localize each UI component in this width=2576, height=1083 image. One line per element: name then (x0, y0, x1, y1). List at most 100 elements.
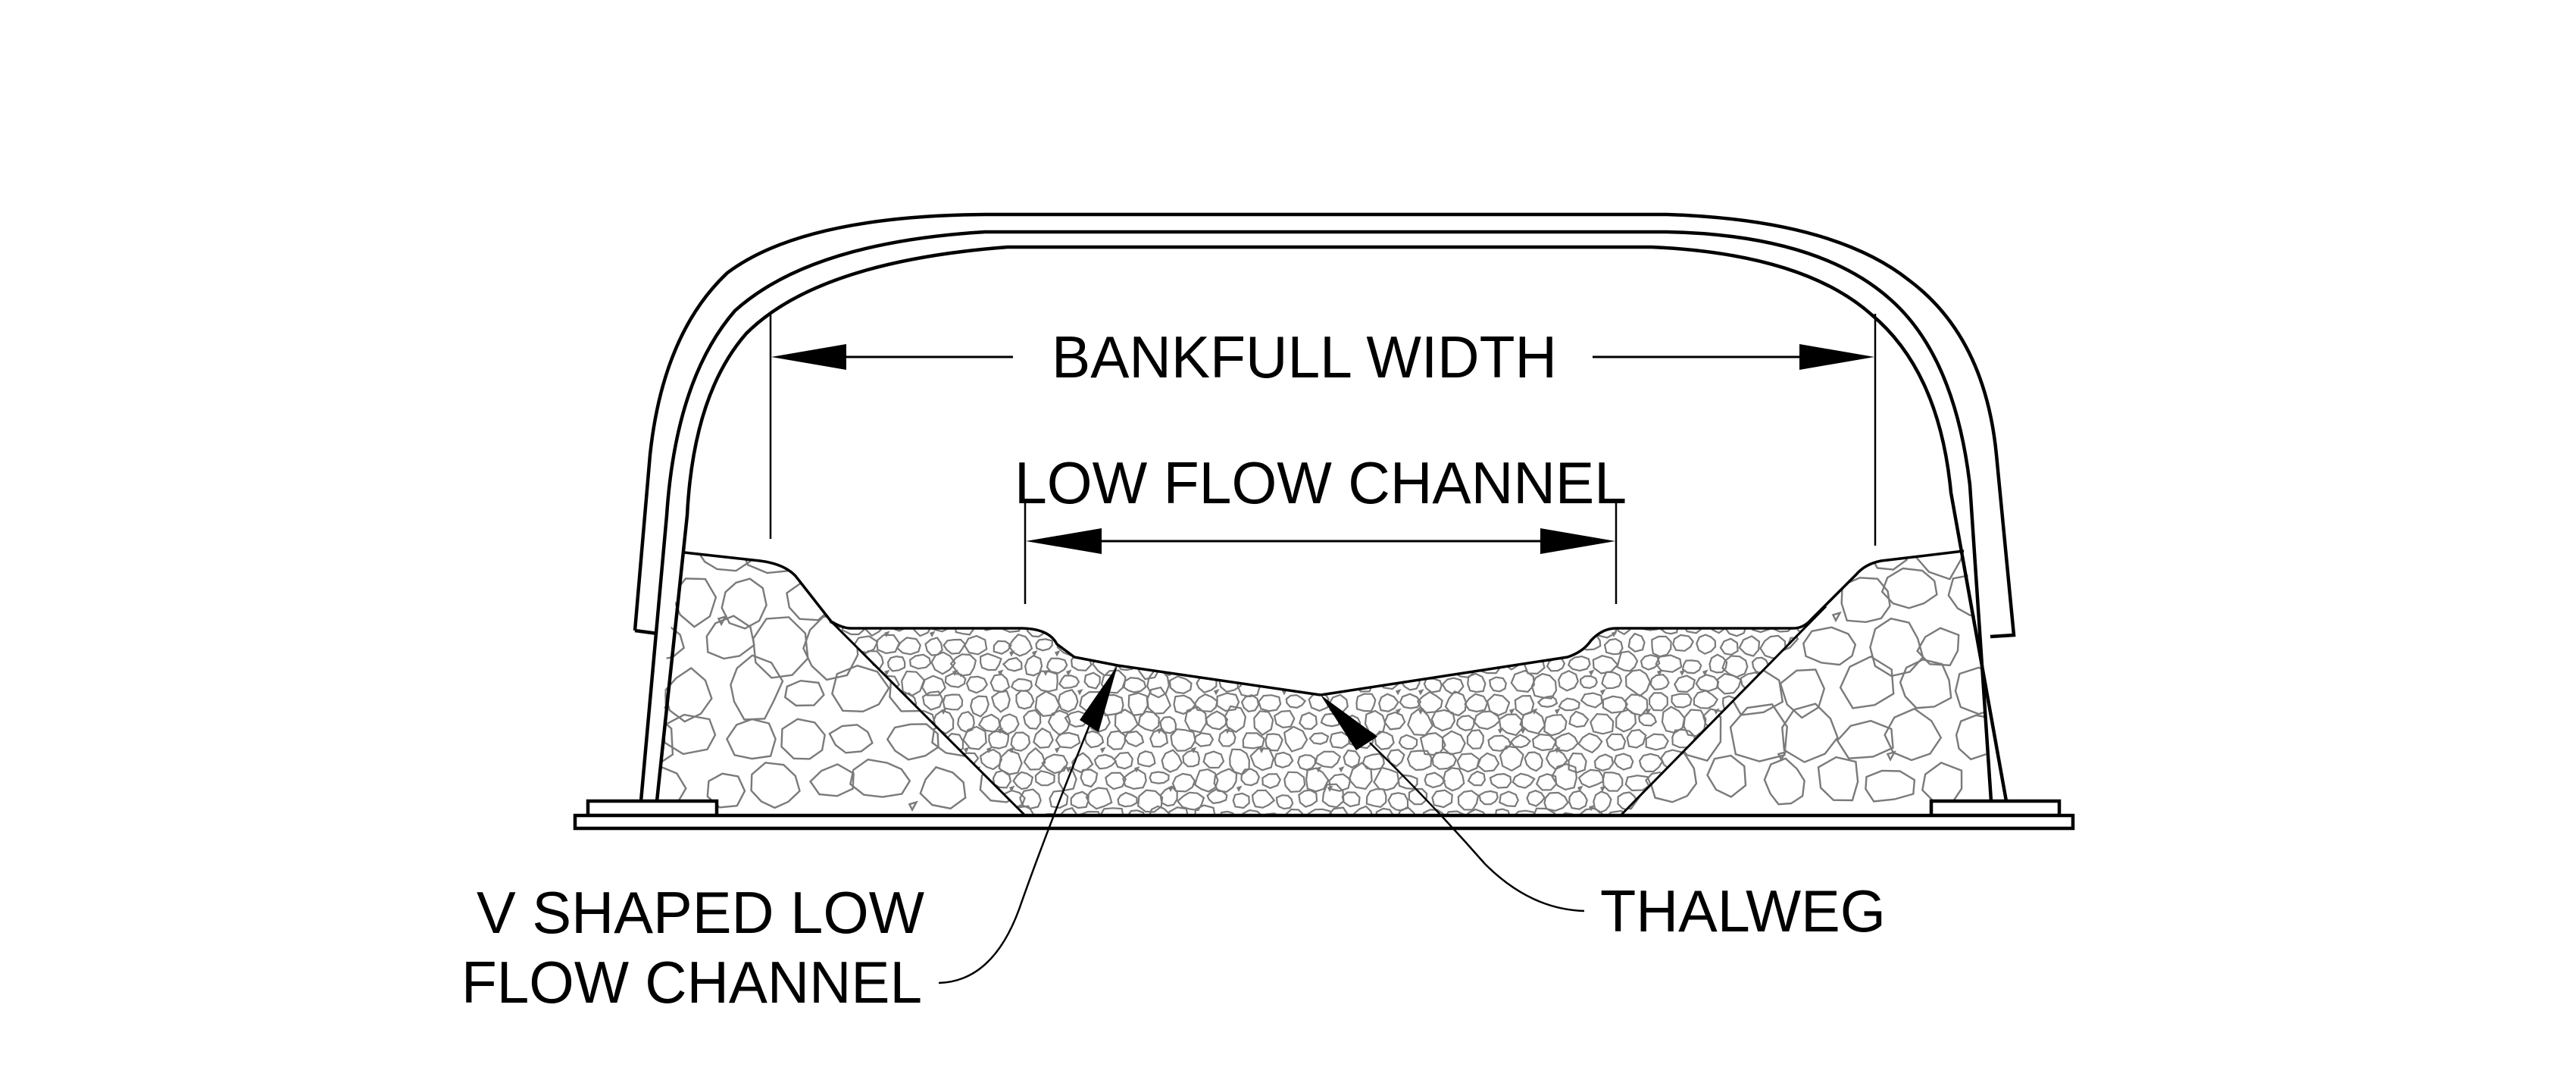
rock-shape (1022, 709, 1042, 730)
rock-shape (1137, 789, 1164, 813)
rock-shape (1374, 730, 1395, 750)
rock-chip (883, 669, 890, 676)
rock-chip (1886, 750, 1896, 762)
rock-shape (1011, 805, 1038, 815)
rock-chip (861, 669, 868, 676)
rock-shape (1169, 634, 1192, 655)
rock-shape (1204, 620, 1228, 633)
rock-shape (962, 725, 987, 750)
rock-shape (1592, 655, 1619, 675)
rock-shape (1657, 784, 1682, 807)
low-flow-channel-label: LOW FLOW CHANNEL (1014, 449, 1627, 516)
rock-shape (1656, 617, 1699, 655)
rock-shape (1422, 809, 1447, 815)
rock-shape (1114, 709, 1139, 734)
rock-chip (1668, 611, 1678, 623)
rock-shape (1161, 749, 1183, 773)
rock-shape (1033, 727, 1054, 749)
rock-shape (1070, 651, 1093, 671)
rock-shape (1455, 715, 1475, 731)
rock-shape (1654, 551, 1702, 569)
rock-chip (908, 800, 918, 812)
rock-shape (1034, 670, 1058, 693)
rock-shape (828, 724, 874, 754)
rock-shape (726, 718, 777, 760)
arch-inner-line (655, 245, 2009, 802)
rock-shape (979, 653, 1002, 671)
rock-shape (990, 690, 1011, 713)
rock-shape (1681, 620, 1705, 634)
rock-shape (1467, 672, 1487, 693)
rock-shape (1229, 620, 1250, 639)
rock-shape (861, 620, 885, 637)
rock-shape (1593, 753, 1615, 772)
rock-shape (831, 652, 836, 671)
rock-shape (1183, 656, 1202, 671)
rock-shape (831, 665, 890, 713)
rock-shape (954, 620, 975, 636)
rock-shape (1023, 747, 1046, 771)
rock-shape (1365, 656, 1383, 674)
rock-chip (1395, 708, 1402, 715)
rock-shape (1315, 750, 1342, 768)
rock-shape (1285, 694, 1307, 709)
rock-shape (1213, 768, 1238, 793)
rock-shape (864, 552, 919, 573)
rock-shape (1146, 686, 1172, 715)
rock-chip (1077, 689, 1083, 696)
rock-shape (1708, 551, 1752, 574)
rock-shape (1321, 783, 1345, 809)
v-shaped-leader (938, 725, 1091, 984)
rock-shape (1216, 692, 1240, 712)
rock-shape (1624, 668, 1651, 697)
rock-shape (1416, 690, 1443, 714)
arrowhead-left-icon (771, 344, 846, 370)
rock-shape (1627, 632, 1646, 653)
rock-shape (1010, 678, 1033, 692)
rock-shape (1377, 630, 1400, 653)
rock-shape (970, 695, 989, 718)
rock-shape (979, 748, 1003, 771)
rock-chip (1497, 728, 1504, 734)
rock-shape (1001, 592, 1024, 621)
rock-chip (1599, 785, 1606, 792)
rock-shape (1378, 693, 1399, 712)
rock-shape (1947, 574, 1989, 620)
rock-chip (1645, 708, 1652, 715)
rock-shape (659, 670, 667, 719)
rock-shape (861, 745, 885, 770)
rock-shape (1251, 789, 1276, 809)
rock-shape (1148, 805, 1171, 815)
rock-chip (1486, 650, 1493, 657)
rock-shape (1747, 620, 1771, 634)
rock-shape (1668, 570, 1721, 624)
rock-chip (1818, 632, 1821, 635)
rock-shape (1616, 650, 1639, 672)
rock-chip (1679, 669, 1686, 676)
rock-shape (993, 640, 1012, 655)
rock-shape (955, 781, 980, 812)
rock-shape (944, 672, 967, 688)
rock-shape (989, 673, 1011, 693)
rock-shape (1159, 715, 1177, 734)
leader-arrowhead-icon (1080, 665, 1118, 732)
rock-shape (1793, 708, 1811, 731)
rock-shape (1276, 657, 1295, 676)
rock-chip (929, 631, 936, 637)
rock-shape (1106, 730, 1126, 750)
rock-shape (1499, 790, 1520, 808)
rock-shape (1666, 770, 1691, 793)
rock-chip (1758, 689, 1765, 696)
rock-shape (1693, 690, 1719, 709)
rock-shape (1159, 785, 1178, 807)
rock-chip (1429, 669, 1436, 676)
rock-shape (1443, 637, 1465, 656)
rock-shape (1568, 710, 1590, 728)
rock-shape (1408, 653, 1430, 677)
rock-shape (1535, 773, 1558, 791)
rock-shape (1299, 712, 1318, 731)
arrowhead-right-icon (1799, 344, 1874, 370)
rock-shape (1954, 666, 1989, 715)
rock-shape (1836, 719, 1894, 759)
